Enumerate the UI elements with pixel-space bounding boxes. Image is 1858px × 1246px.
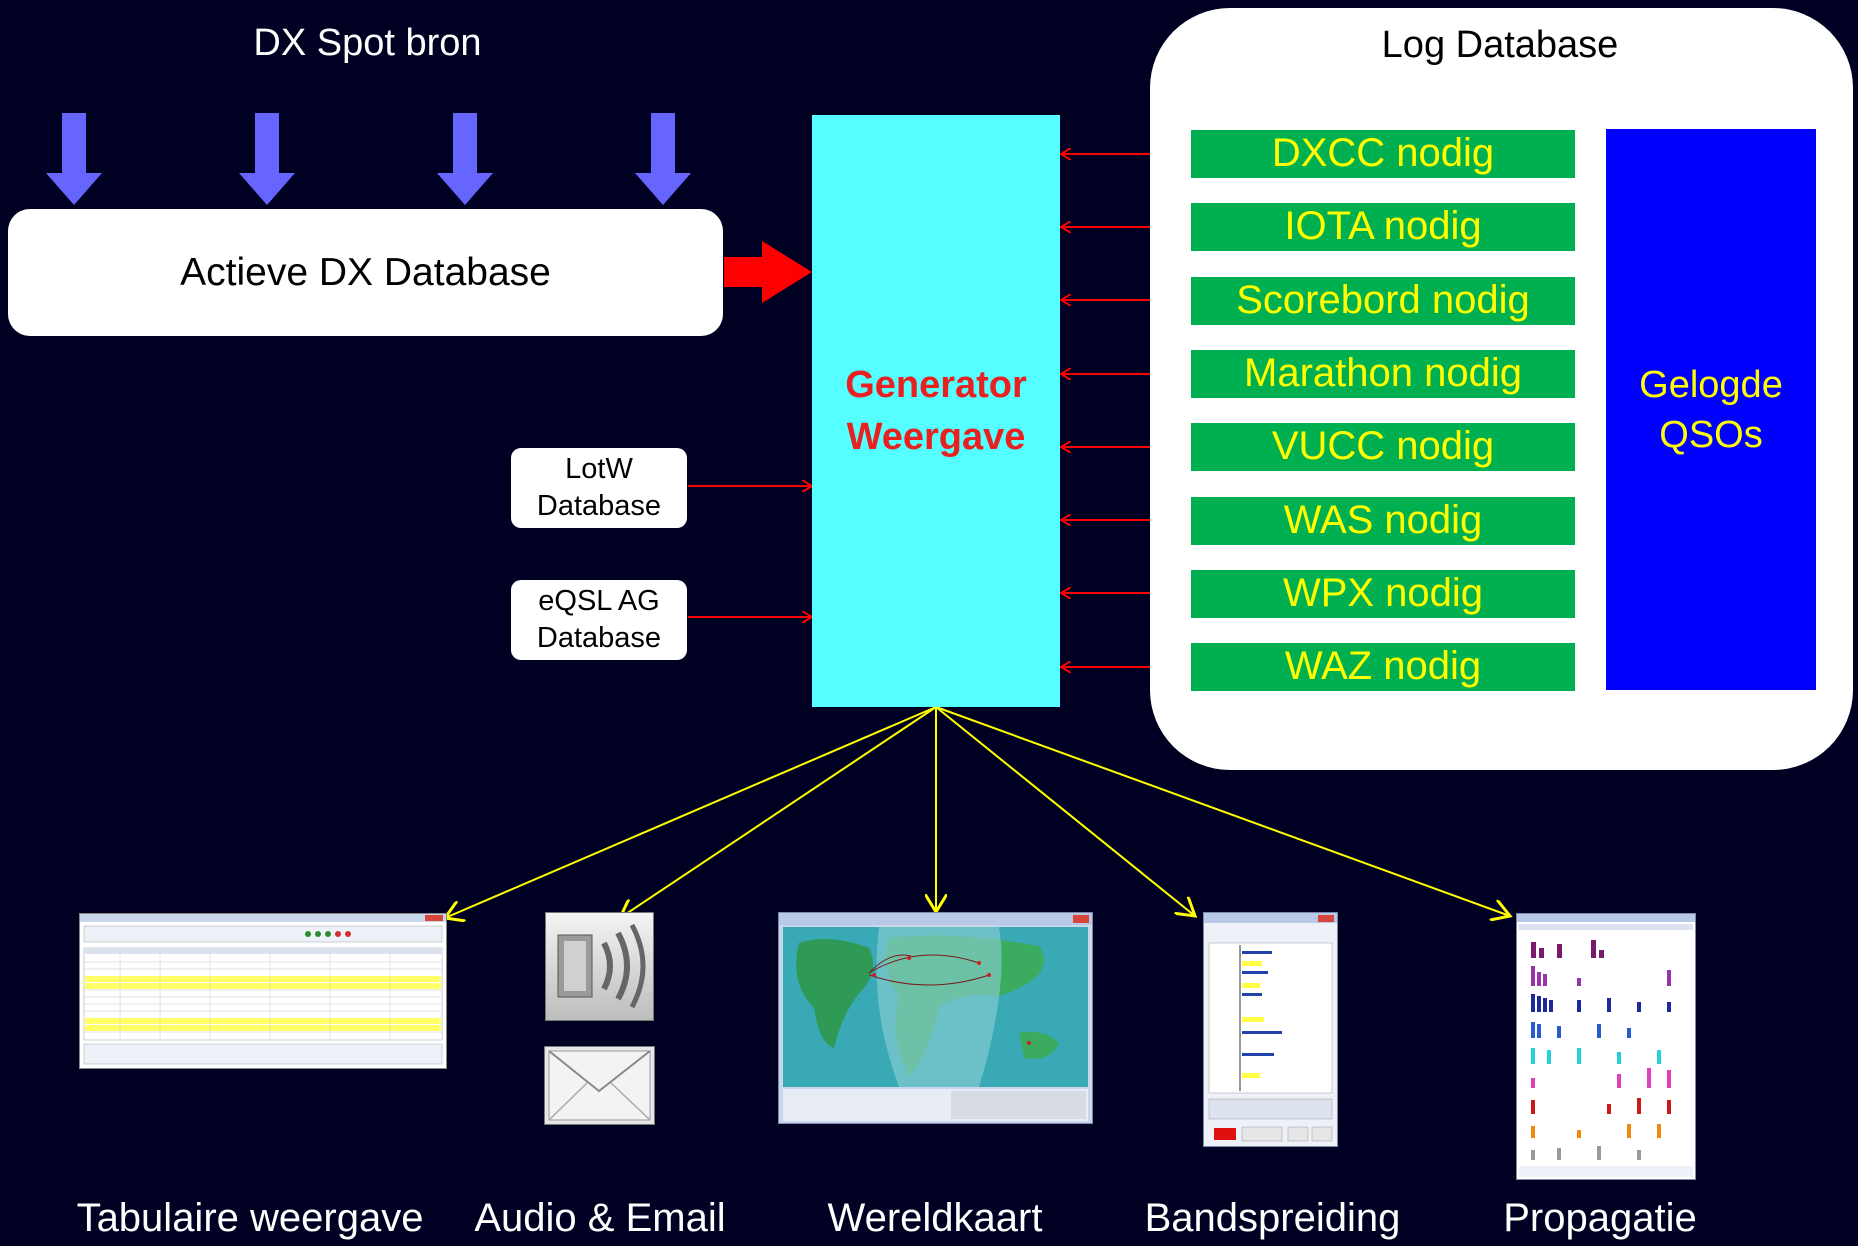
band-spread-thumbnail [1203, 912, 1338, 1147]
world-map-thumbnail [778, 912, 1093, 1124]
output-arrow [445, 706, 937, 918]
lotw-label-line2: Database [536, 490, 662, 522]
tabular-view-thumbnail [79, 913, 447, 1069]
caption-tabular: Tabulaire weergave [76, 1196, 424, 1240]
caption-world-map: Wereldkaart [827, 1196, 1043, 1240]
spot-arrow [635, 113, 691, 205]
output-arrow [935, 706, 1195, 916]
audio-thumbnail [545, 912, 654, 1021]
spot-arrow [239, 113, 295, 205]
output-arrow [935, 706, 1510, 916]
speaker-icon [557, 923, 646, 1009]
log-item-marathon: Marathon nodig [1191, 350, 1575, 398]
eqsl-label-line2: Database [536, 622, 662, 654]
caption-audio-email: Audio & Email [474, 1196, 726, 1240]
log-item-wpx: WPX nodig [1191, 570, 1575, 618]
generator-label-line2: Weergave [846, 416, 1026, 458]
logged-qsos-line1: Gelogde [1639, 363, 1783, 406]
log-item-waz: WAZ nodig [1191, 643, 1575, 691]
email-thumbnail [544, 1046, 655, 1125]
spot-input-arrows [46, 113, 691, 205]
source-title: DX Spot bron [253, 22, 482, 64]
caption-propagation: Propagatie [1503, 1196, 1697, 1240]
active-dx-database-label: Actieve DX Database [180, 250, 551, 294]
log-database-title: Log Database [1381, 24, 1619, 66]
tabular-window-icon [80, 914, 446, 1065]
propagation-thumbnail [1516, 913, 1696, 1180]
caption-band-spread: Bandspreiding [1144, 1196, 1401, 1240]
active-dx-database-box: Actieve DX Database [8, 209, 723, 336]
generator-box: Generator Weergave [812, 115, 1060, 707]
spot-arrow [46, 113, 102, 205]
eqsl-database-box: eQSL AG Database [511, 580, 687, 660]
logged-qsos-box: Gelogde QSOs [1606, 129, 1816, 690]
output-arrows [445, 706, 1510, 918]
eqsl-label-line1: eQSL AG [538, 585, 660, 617]
envelope-icon [548, 1050, 651, 1121]
band-spread-icon [1204, 913, 1337, 1142]
log-item-scorebord: Scorebord nodig [1191, 277, 1575, 325]
db-to-generator-arrow [724, 241, 812, 303]
propagation-icon [1517, 914, 1695, 1177]
log-item-vucc: VUCC nodig [1191, 423, 1575, 471]
log-item-iota: IOTA nodig [1191, 203, 1575, 251]
world-map-icon [779, 913, 1092, 1121]
generator-label-line1: Generator [845, 364, 1027, 406]
lotw-label-line1: LotW [565, 453, 633, 485]
spot-arrow [437, 113, 493, 205]
lotw-database-box: LotW Database [511, 448, 687, 528]
log-item-dxcc: DXCC nodig [1191, 130, 1575, 178]
log-item-was: WAS nodig [1191, 497, 1575, 545]
output-arrow [620, 706, 937, 918]
logged-qsos-line2: QSOs [1659, 413, 1763, 456]
